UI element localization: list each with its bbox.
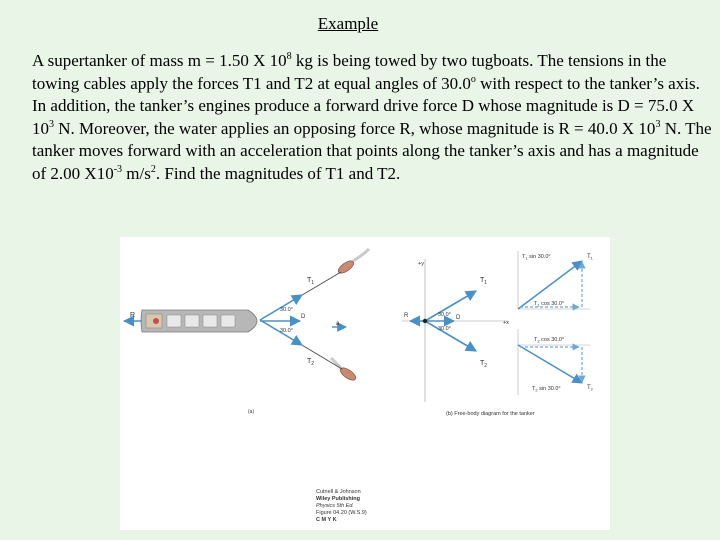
angle-bottom-b: 30.0° (438, 326, 451, 332)
publisher-credit: Cutnell & Johnson Wiley Publishing Physi… (316, 489, 367, 523)
label-T1-a: T1 (307, 277, 314, 286)
problem-statement: A supertanker of mass m = 1.50 X 108 kg … (32, 51, 712, 183)
label-D-a: D (301, 314, 306, 320)
caption-part-b: (b) Free-body diagram for the tanker (446, 411, 535, 417)
label-T2-a: T2 (307, 358, 314, 367)
axis-x-label: +x (503, 320, 509, 326)
label-T1-cos: T1 cos 30.0° (534, 301, 564, 308)
tanker-figure: R T1 T2 D 30.0° 30.0° a (a) +y +x R T1 T… (120, 237, 610, 530)
vector-T2-b (424, 320, 477, 352)
tanker-figure-svg: R T1 T2 D 30.0° 30.0° a (a) +y +x R T1 T… (122, 247, 594, 523)
angle-bottom-a: 30.0° (280, 328, 293, 334)
label-T2-sin: T2 sin 30.0° (532, 386, 561, 393)
svg-text:C M Y K: C M Y K (316, 517, 337, 523)
label-R-a: R (130, 312, 135, 319)
tanker-hull (140, 309, 258, 333)
label-D-b: D (456, 315, 461, 321)
tugboat-bottom (329, 356, 357, 381)
label-part-a: (a) (248, 409, 254, 415)
part-a-diagram: R T1 T2 D 30.0° 30.0° a (a) (122, 247, 371, 415)
vector-T1-component (517, 260, 583, 310)
vector-T1-b (424, 290, 477, 322)
tugboat-top (337, 247, 371, 274)
part-b-free-body-diagram: +y +x R T1 T2 D 30.0° 30.0° (b) Free-bod… (402, 259, 535, 417)
vector-T1-a (259, 294, 303, 321)
angle-top-a: 30.0° (280, 307, 293, 313)
vector-T2-component (517, 344, 583, 384)
svg-text:Physics 5th Ed.: Physics 5th Ed. (316, 503, 354, 509)
svg-text:Cutnell & Johnson: Cutnell & Johnson (316, 489, 361, 495)
label-T1-sin: T1 sin 30.0° (522, 254, 551, 261)
vector-T2-a (259, 319, 303, 346)
label-R-b: R (404, 313, 409, 319)
svg-text:Figure 04.20 (W.S.9): Figure 04.20 (W.S.9) (316, 510, 367, 516)
label-T1-comp: T1 (587, 254, 594, 261)
components-t1-panel: T1 sin 30.0° T1 T1 cos 30.0° (517, 251, 594, 311)
label-T2-comp: T2 (587, 385, 594, 392)
slide-title: Example (317, 14, 379, 33)
svg-text:Wiley Publishing: Wiley Publishing (316, 496, 360, 502)
label-T1-b: T1 (480, 277, 487, 286)
label-T2-b: T2 (480, 360, 487, 369)
components-t2-panel: T2 cos 30.0° T2 sin 30.0° T2 (517, 329, 594, 395)
axis-y-label: +y (418, 261, 424, 267)
tanker-point (422, 318, 428, 324)
angle-top-b: 30.0° (438, 312, 451, 318)
label-accel: a (336, 321, 340, 327)
label-T2-cos: T2 cos 30.0° (534, 337, 564, 344)
